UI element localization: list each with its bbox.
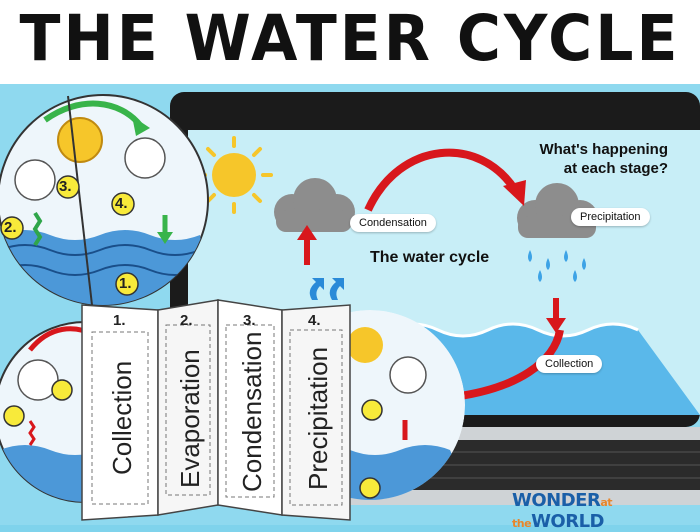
evaporation-arrows-icon [309,278,344,300]
panel-number-3: 3. [243,312,256,329]
slide-question: What's happening at each stage? [518,140,668,178]
wheel-number-3: 3. [59,178,72,195]
panel-label-collection: Collection [107,360,137,475]
panel-number-4: 4. [308,312,321,329]
slide-question-line1: What's happening [539,141,668,158]
foldable-panels [81,299,351,521]
foldable-dashed-borders [91,324,343,506]
condensation-to-precipitation-arrow [364,148,519,212]
precipitation-label: Precipitation [571,208,650,226]
panel-number-1: 1. [113,312,126,329]
slide-question-line2: at each stage? [563,160,668,177]
water-cycle-wheel-top [0,94,209,306]
collection-label: Collection [536,355,603,373]
condensation-cloud-icon [274,178,355,232]
brand-part3: WORLD [531,511,604,532]
page-title: THE WATER CYCLE [19,2,681,76]
wheel-number-2: 2. [4,219,17,236]
wheel-number-1: 1. [119,275,132,292]
title-bar [0,0,700,84]
diagram-title: The water cycle [370,249,490,266]
condensation-label: Condensation [350,214,436,232]
brand-part1: WONDER [512,490,601,511]
collection-return-arrow [444,329,564,402]
wheel-number-4: 4. [115,195,128,212]
panel-label-evaporation: Evaporation [175,349,205,488]
rain-drops-icon [528,250,586,282]
panel-number-2: 2. [180,312,193,329]
panel-label-precipitation: Precipitation [303,346,333,490]
panel-label-condensation: Condensation [237,331,267,492]
brand-logo: WONDERat theWORLD [512,490,700,532]
